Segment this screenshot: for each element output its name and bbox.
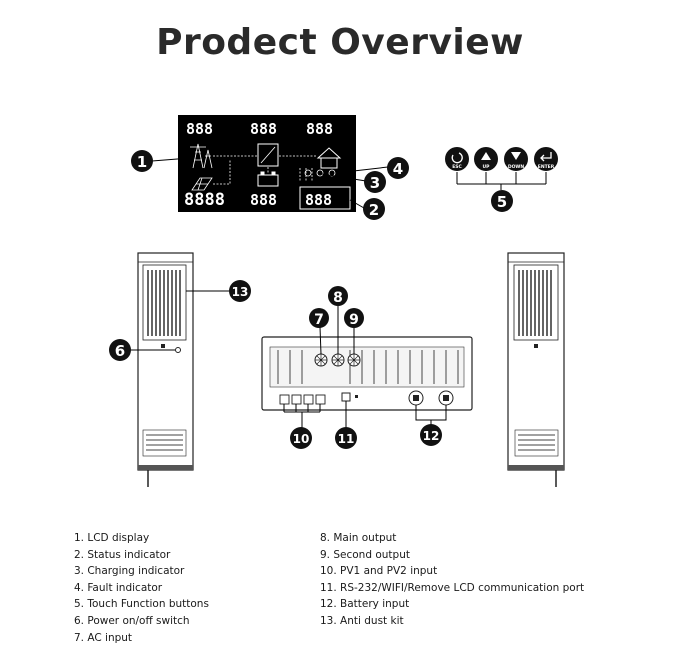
legend-item: 10. PV1 and PV2 input xyxy=(320,565,438,578)
status-led-icon xyxy=(304,169,312,177)
legend-item: 12. Battery input xyxy=(320,598,410,611)
callout-10-label: 10 xyxy=(293,432,310,446)
esc-button[interactable]: ESC xyxy=(445,147,469,171)
callout-7: 7 xyxy=(309,308,329,328)
lcd-top-right-readout: 888 xyxy=(306,120,333,138)
page-title: Prodect Overview xyxy=(156,22,524,63)
lcd-top-left-readout: 888 xyxy=(186,120,213,138)
left-side-view xyxy=(137,252,194,487)
main-output-port-icon xyxy=(331,353,345,367)
callout-7-label: 7 xyxy=(314,312,324,328)
callout-8: 8 xyxy=(328,286,348,306)
callout-9-label: 9 xyxy=(349,312,359,328)
ac-input-port-icon xyxy=(314,353,328,367)
callout-4-line xyxy=(335,166,389,174)
legend-right: 8. Main output 9. Second output 10. PV1 … xyxy=(320,530,584,630)
legend-item: 3. Charging indicator xyxy=(74,565,185,578)
legend-item: 2. Status indicator xyxy=(74,548,171,561)
callout-4-label: 4 xyxy=(393,160,403,178)
legend-item: 5. Touch Function buttons xyxy=(74,598,209,611)
callout-7-line xyxy=(319,326,322,355)
callout-3-label: 3 xyxy=(370,174,380,192)
right-vent-slots xyxy=(518,270,552,336)
legend-item: 4. Fault indicator xyxy=(74,581,163,594)
callout-8-label: 8 xyxy=(333,290,343,306)
up-button-label: UP xyxy=(483,164,491,170)
legend-item: 1. LCD display xyxy=(74,532,150,544)
legend-item: 13. Anti dust kit xyxy=(320,614,404,627)
callout-2-label: 2 xyxy=(369,201,379,219)
callout-13-label: 13 xyxy=(232,285,249,299)
enter-button[interactable]: ENTER xyxy=(534,147,558,171)
down-button[interactable]: DOWN xyxy=(504,147,528,171)
callout-10-line xyxy=(283,404,321,428)
callout-1: 1 xyxy=(131,150,153,172)
lcd-bottom-right-frame xyxy=(299,186,351,210)
left-grill-dots xyxy=(146,434,183,451)
callout-3-line xyxy=(321,173,367,182)
callout-13: 13 xyxy=(229,280,251,302)
callout-3: 3 xyxy=(364,171,386,193)
left-vent-slots xyxy=(147,270,181,336)
legend-item: 11. RS-232/WIFI/Remove LCD communication… xyxy=(320,581,585,594)
callout-12: 12 xyxy=(420,424,442,446)
legend-item: 7. AC input xyxy=(74,631,133,644)
esc-button-label: ESC xyxy=(452,164,462,170)
lcd-top-mid-readout: 888 xyxy=(250,120,277,138)
inverter-icon xyxy=(257,143,279,167)
legend-item: 8. Main output xyxy=(320,532,397,544)
lcd-bottom-mid-readout: 888 xyxy=(250,191,277,209)
callout-6-label: 6 xyxy=(115,342,125,360)
up-button[interactable]: UP xyxy=(474,147,498,171)
lcd-display: 888 888 888 8888 888 888 xyxy=(178,115,356,212)
callout-2-line xyxy=(349,199,365,209)
bottom-vent-area xyxy=(269,346,465,388)
up-arrow-icon xyxy=(481,152,491,160)
battery-icon xyxy=(257,171,279,187)
touch-buttons: ESC UP DOWN ENTER xyxy=(445,147,558,190)
callout-6: 6 xyxy=(109,339,131,361)
callout-11: 11 xyxy=(335,427,357,449)
callout-9: 9 xyxy=(344,308,364,328)
down-button-label: DOWN xyxy=(508,164,525,170)
callout-1-label: 1 xyxy=(137,153,147,171)
lcd-bottom-left-readout: 8888 xyxy=(184,190,225,210)
callout-2: 2 xyxy=(363,198,385,220)
charging-led-icon xyxy=(316,169,324,177)
callout-12-label: 12 xyxy=(423,429,440,443)
second-output-port-icon xyxy=(347,353,361,367)
callout-5-lines xyxy=(456,172,547,190)
enter-button-label: ENTER xyxy=(538,164,555,170)
down-arrow-icon xyxy=(511,152,521,160)
callout-10: 10 xyxy=(290,427,312,449)
legend-left: 1. LCD display 2. Status indicator 3. Ch… xyxy=(74,530,209,646)
left-bottom-grill xyxy=(142,429,187,457)
legend-item: 9. Second output xyxy=(320,548,410,561)
callout-5: 5 xyxy=(491,190,513,212)
enter-arrow-icon xyxy=(540,152,552,162)
right-side-view xyxy=(507,252,565,487)
callout-11-label: 11 xyxy=(338,432,355,446)
lcd-flow-lines xyxy=(213,155,316,185)
callout-1-line xyxy=(151,157,191,162)
rs232-port-icon xyxy=(341,392,351,402)
legend-item: 6. Power on/off switch xyxy=(74,614,190,627)
right-bottom-grill xyxy=(514,429,559,457)
grid-tower-icon xyxy=(190,143,213,169)
solar-panel-icon xyxy=(191,177,213,191)
house-icon xyxy=(316,147,342,169)
power-switch-icon xyxy=(175,347,181,353)
bottom-view xyxy=(261,336,473,411)
power-icon xyxy=(451,152,463,164)
battery-input-ports xyxy=(408,390,454,406)
callout-5-label: 5 xyxy=(497,193,507,211)
lcd-panel xyxy=(178,115,356,212)
callout-4: 4 xyxy=(387,157,409,179)
bottom-vent-slots xyxy=(277,350,459,384)
lcd-bottom-right-readout: 888 xyxy=(305,191,332,209)
